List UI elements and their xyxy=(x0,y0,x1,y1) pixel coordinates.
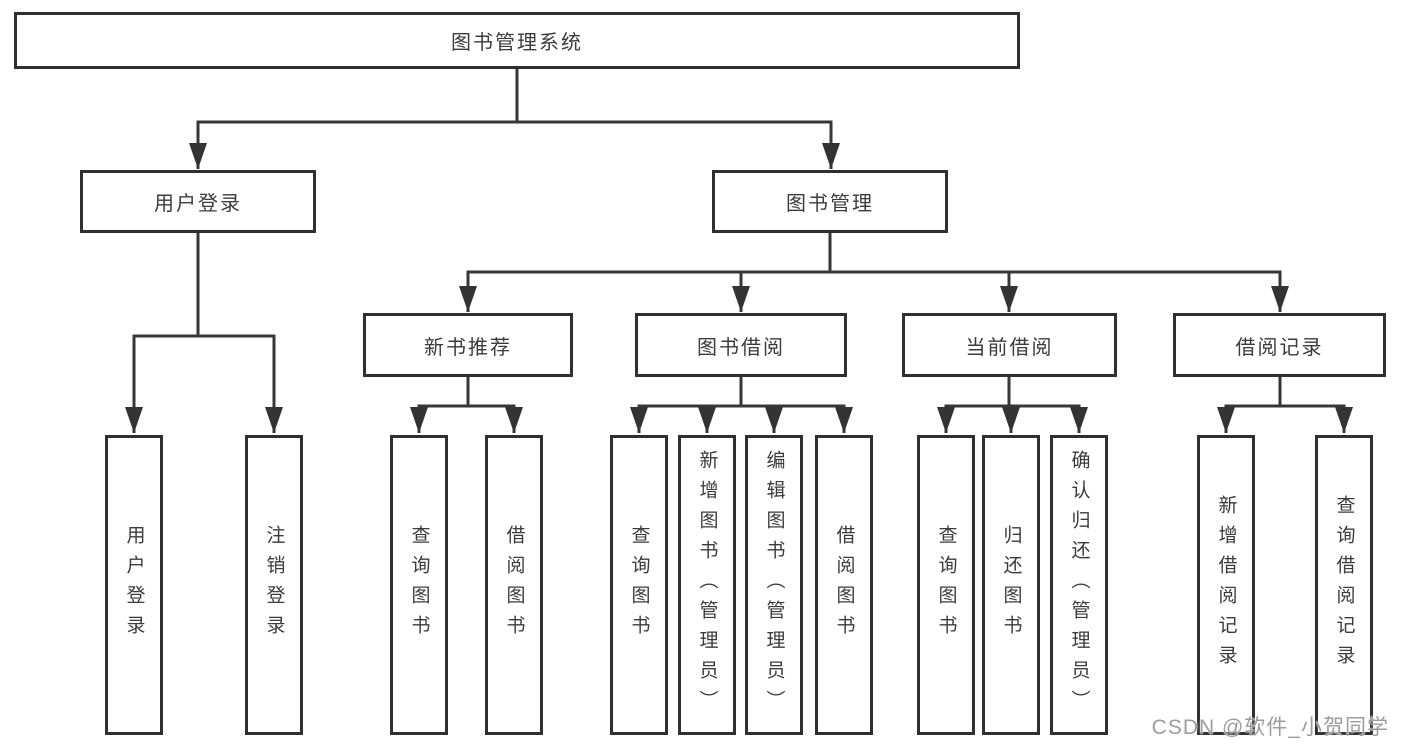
node-label: 借阅图书 xyxy=(503,525,525,645)
connector-current-borrow-branch xyxy=(946,377,1079,408)
node-label: 查询图书 xyxy=(935,525,957,645)
node-label: 用户登录 xyxy=(154,193,242,215)
node-label: 编辑图书（管理员） xyxy=(763,450,785,720)
node-borrow-record: 借阅记录 xyxy=(1173,313,1386,377)
node-label: 用户登录 xyxy=(123,525,145,645)
node-user-login: 用户登录 xyxy=(80,170,316,233)
node-label: 查询图书 xyxy=(408,525,430,645)
connector-new-book-branch xyxy=(419,377,514,408)
leaf-bb-add-books-admin: 新增图书（管理员） xyxy=(678,435,736,735)
connector-root-to-level2 xyxy=(198,68,831,124)
node-label: 查询图书 xyxy=(628,525,650,645)
leaf-cb-query-books: 查询图书 xyxy=(917,435,975,735)
leaf-br-add-record: 新增借阅记录 xyxy=(1197,435,1255,735)
node-label: 注销登录 xyxy=(263,525,285,645)
node-new-book-recommend: 新书推荐 xyxy=(363,313,573,377)
node-label: 图书借阅 xyxy=(697,336,785,359)
csdn-watermark: CSDN @软件_小贺同学 xyxy=(1151,716,1389,739)
leaf-cb-confirm-return-admin: 确认归还（管理员） xyxy=(1050,435,1108,735)
connector-borrow-record-branch xyxy=(1226,377,1344,408)
connector-book-management-branch xyxy=(468,233,1280,274)
node-root-library-system: 图书管理系统 xyxy=(14,12,1020,69)
leaf-user-login: 用户登录 xyxy=(105,435,163,735)
leaf-cb-return-books: 归还图书 xyxy=(982,435,1040,735)
node-book-borrow: 图书借阅 xyxy=(635,313,847,377)
node-label: 当前借阅 xyxy=(965,336,1054,359)
connector-user-login-branch xyxy=(134,233,274,338)
node-label: 图书管理系统 xyxy=(451,32,583,54)
leaf-nb-borrow-books: 借阅图书 xyxy=(485,435,543,735)
leaf-nb-query-books: 查询图书 xyxy=(390,435,448,735)
connector-book-borrow-branch xyxy=(639,377,844,408)
node-label: 查询借阅记录 xyxy=(1333,495,1355,675)
node-book-management: 图书管理 xyxy=(712,170,948,233)
leaf-bb-query-books: 查询图书 xyxy=(610,435,668,735)
leaf-bb-edit-books-admin: 编辑图书（管理员） xyxy=(745,435,803,735)
node-label: 新增图书（管理员） xyxy=(696,450,718,720)
node-label: 借阅图书 xyxy=(833,525,855,645)
leaf-logout: 注销登录 xyxy=(245,435,303,735)
node-label: 图书管理 xyxy=(786,193,874,215)
node-label: 归还图书 xyxy=(1000,525,1022,645)
leaf-br-query-record: 查询借阅记录 xyxy=(1315,435,1373,735)
node-label: 新书推荐 xyxy=(424,336,512,359)
node-label: 新增借阅记录 xyxy=(1215,495,1237,675)
node-label: 借阅记录 xyxy=(1235,336,1324,359)
leaf-bb-borrow-books: 借阅图书 xyxy=(815,435,873,735)
node-current-borrow: 当前借阅 xyxy=(902,313,1117,377)
node-label: 确认归还（管理员） xyxy=(1068,450,1090,720)
